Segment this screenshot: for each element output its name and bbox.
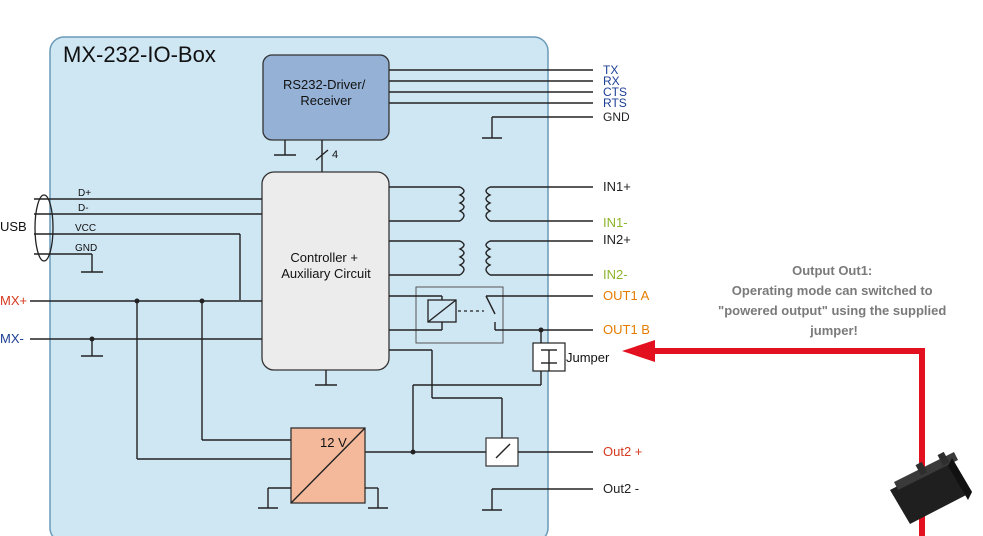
serial-tx-label: TX [603, 63, 618, 77]
in2-minus-label: IN2- [603, 267, 628, 282]
red-arrow [622, 340, 925, 536]
usb-dplus-label: D+ [78, 188, 91, 199]
in2-plus-label: IN2+ [603, 232, 631, 247]
in1-minus-label: IN1- [603, 215, 628, 230]
jumper-label: Jumper [566, 350, 610, 365]
out2-minus-label: Out2 - [603, 481, 639, 496]
transformer-icon [389, 186, 593, 222]
ground-icon [482, 488, 593, 511]
in1-plus-label: IN1+ [603, 179, 631, 194]
ground-icon [258, 487, 291, 509]
out1-a-label: OUT1 A [603, 288, 650, 303]
serial-cts-label: CTS [603, 85, 627, 99]
usb-cable-bundle [34, 194, 54, 262]
serial-rts-label: RTS [603, 96, 627, 110]
serial-rx-label: RX [603, 74, 620, 88]
usb-lines [34, 198, 262, 300]
ground-icon [365, 487, 388, 509]
box-title: MX-232-IO-Box [63, 42, 216, 67]
annotation-text: Output Out1: Operating mode can switched… [718, 263, 950, 338]
out1-b-label: OUT1 B [603, 322, 650, 337]
ground-icon [274, 140, 296, 156]
usb-gnd-label: GND [75, 243, 97, 254]
out2-wiring [365, 349, 542, 455]
usb-dminus-label: D- [78, 203, 89, 214]
mx-power-wiring [30, 298, 291, 460]
relay-enclosure [415, 286, 504, 344]
psu-label: 12 V [320, 435, 347, 450]
mx-plus-label: MX+ [0, 293, 27, 308]
serial-gnd-label: GND [603, 110, 630, 124]
rs232-driver-block [262, 54, 390, 141]
relay-icon [389, 295, 593, 331]
controller-label: Controller + Auxiliary Circuit [281, 250, 371, 281]
out2-plus-label: Out2 + [603, 444, 642, 459]
bus-width-label: 4 [332, 149, 338, 161]
serial-lines [389, 69, 593, 139]
jumper-symbol [532, 327, 566, 372]
jumper-icon [890, 451, 972, 524]
usb-label: USB [0, 219, 27, 234]
ground-icon [315, 370, 337, 386]
usb-vcc-label: VCC [75, 223, 96, 234]
rs232-driver-label: RS232-Driver/ Receiver [283, 77, 369, 108]
transformer-icon [389, 240, 593, 276]
mx-minus-label: MX- [0, 331, 24, 346]
